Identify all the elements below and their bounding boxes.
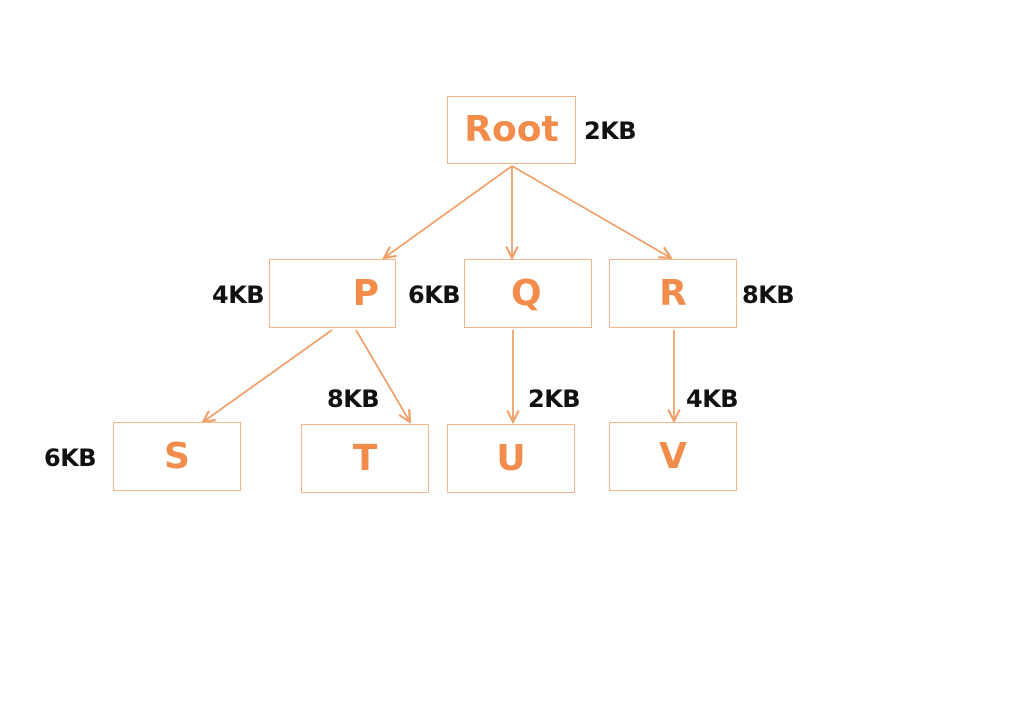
node-p-label: P [352, 272, 379, 314]
node-p[interactable]: P [269, 259, 396, 328]
node-p-size: 4KB [212, 281, 265, 309]
node-q[interactable]: Q [464, 259, 592, 328]
node-v-size: 4KB [686, 385, 739, 413]
node-root[interactable]: Root [447, 96, 576, 164]
node-t[interactable]: T [301, 424, 429, 493]
node-r-label: R [659, 272, 687, 314]
edge-root-r [511, 165, 671, 258]
node-q-size: 6KB [408, 281, 461, 309]
node-v-label: V [659, 435, 687, 477]
node-q-label: Q [511, 272, 542, 314]
edge-p-s [203, 329, 333, 422]
node-r-size: 8KB [742, 281, 795, 309]
node-root-label: Root [464, 109, 559, 150]
node-u-size: 2KB [528, 385, 581, 413]
node-root-size: 2KB [584, 117, 637, 145]
node-u-label: U [496, 437, 526, 479]
node-u[interactable]: U [447, 424, 575, 493]
node-t-size: 8KB [327, 385, 380, 413]
node-t-label: T [352, 437, 378, 479]
node-s-label: S [164, 435, 190, 477]
edge-root-p [384, 165, 513, 258]
node-v[interactable]: V [609, 422, 737, 491]
node-s-size: 6KB [44, 444, 97, 472]
node-s[interactable]: S [113, 422, 241, 491]
node-r[interactable]: R [609, 259, 737, 328]
edge-p-t [355, 329, 410, 422]
